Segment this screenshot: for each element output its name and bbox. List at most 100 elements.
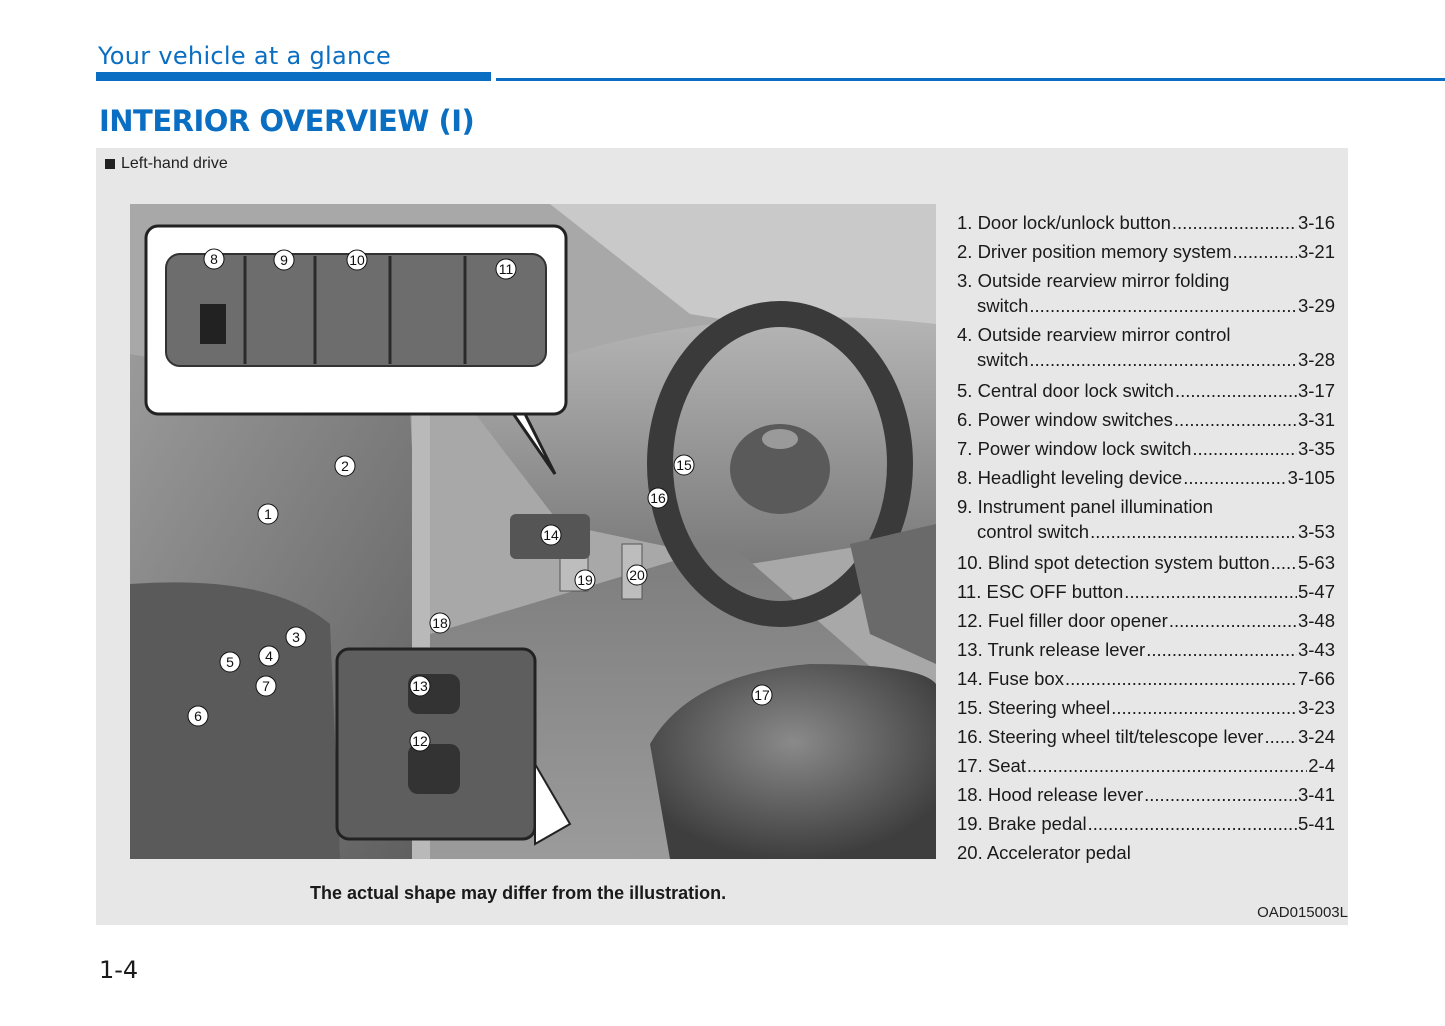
svg-text:2: 2: [341, 458, 349, 474]
svg-text:4: 4: [265, 648, 273, 664]
callout-8: 8: [204, 249, 224, 269]
parts-list-item: 2. Driver position memory system3-21: [957, 237, 1335, 266]
parts-list-item-page: 3-53: [1298, 519, 1335, 544]
parts-list-item-page: 3-41: [1298, 780, 1335, 809]
svg-text:8: 8: [210, 251, 218, 267]
parts-list-item-label: 10. Blind spot detection system button: [957, 548, 1270, 577]
parts-list-item-label: 14. Fuse box: [957, 664, 1064, 693]
svg-text:20: 20: [629, 567, 645, 583]
parts-list-item: 11. ESC OFF button5-47: [957, 577, 1335, 606]
parts-list-item-label: 20. Accelerator pedal: [957, 838, 1131, 867]
svg-text:1: 1: [264, 506, 272, 522]
leader-dots: [1111, 693, 1297, 722]
parts-list-item: 7. Power window lock switch 3-35: [957, 434, 1335, 463]
leader-dots: [1144, 780, 1297, 809]
svg-text:17: 17: [754, 687, 770, 703]
parts-list-item: 15. Steering wheel 3-23: [957, 693, 1335, 722]
parts-list-item-label: 4. Outside rearview mirror control: [957, 322, 1230, 347]
leader-dots: [1146, 635, 1297, 664]
callout-20: 20: [627, 565, 647, 585]
parts-list-item: 9. Instrument panel illumination: [957, 494, 1335, 519]
header-rule-thin: [496, 78, 1445, 81]
parts-list-item-label: 12. Fuel filler door opener: [957, 606, 1168, 635]
page-heading: INTERIOR OVERVIEW (I): [99, 104, 474, 138]
parts-list-item: 19. Brake pedal 5-41: [957, 809, 1335, 838]
svg-text:5: 5: [226, 654, 234, 670]
header-rule-thick: [96, 72, 491, 81]
leader-dots: [1029, 347, 1297, 372]
svg-text:15: 15: [676, 457, 692, 473]
parts-list-item: 16. Steering wheel tilt/telescope lever3…: [957, 722, 1335, 751]
svg-text:19: 19: [577, 572, 593, 588]
leader-dots: [1172, 208, 1297, 237]
parts-list-item: 6. Power window switches 3-31: [957, 405, 1335, 434]
callout-13: 13: [410, 676, 430, 696]
parts-list-item-label: 6. Power window switches: [957, 405, 1173, 434]
leader-dots: [1090, 519, 1297, 544]
parts-list-item-page: 3-24: [1298, 722, 1335, 751]
parts-list-item-page: 3-28: [1298, 347, 1335, 372]
parts-list-item-label: 7. Power window lock switch: [957, 434, 1191, 463]
callout-3: 3: [286, 627, 306, 647]
parts-list-item-label: 19. Brake pedal: [957, 809, 1087, 838]
square-bullet-icon: [105, 159, 115, 169]
parts-list-item: 12. Fuel filler door opener 3-48: [957, 606, 1335, 635]
parts-list-item-continuation: switch 3-28: [957, 347, 1335, 372]
leader-dots: [1271, 548, 1297, 577]
parts-list-item-page: 3-43: [1298, 635, 1335, 664]
parts-list-item-label: 1. Door lock/unlock button: [957, 208, 1171, 237]
parts-list-item-page: 3-35: [1298, 434, 1335, 463]
parts-list-item-page: 5-41: [1298, 809, 1335, 838]
leader-dots: [1169, 606, 1297, 635]
callout-7: 7: [256, 676, 276, 696]
callout-10: 10: [347, 250, 367, 270]
leader-dots: [1027, 751, 1307, 780]
parts-list-item-label-cont: control switch: [977, 519, 1089, 544]
parts-list-item: 3. Outside rearview mirror folding: [957, 268, 1335, 293]
parts-list-item-label: 13. Trunk release lever: [957, 635, 1145, 664]
page-number: 1-4: [99, 956, 138, 984]
callout-17: 17: [752, 685, 772, 705]
leader-dots: [1183, 463, 1286, 492]
leader-dots: [1088, 809, 1297, 838]
svg-text:13: 13: [412, 678, 428, 694]
svg-text:14: 14: [543, 527, 559, 543]
parts-list-item-page: 3-48: [1298, 606, 1335, 635]
parts-list-item-label: 8. Headlight leveling device: [957, 463, 1182, 492]
callout-14: 14: [541, 525, 561, 545]
callout-12: 12: [410, 731, 430, 751]
parts-list-item-label: 5. Central door lock switch: [957, 376, 1174, 405]
parts-list-item-page: 3-23: [1298, 693, 1335, 722]
parts-list-item-label: 9. Instrument panel illumination: [957, 494, 1213, 519]
callout-6: 6: [188, 706, 208, 726]
svg-text:7: 7: [262, 678, 270, 694]
leader-dots: [1264, 722, 1297, 751]
parts-list-item-page: 3-16: [1298, 208, 1335, 237]
parts-list-item: 14. Fuse box 7-66: [957, 664, 1335, 693]
parts-list-item-page: 3-31: [1298, 405, 1335, 434]
callout-19: 19: [575, 570, 595, 590]
parts-list-item: 1. Door lock/unlock button 3-16: [957, 208, 1335, 237]
parts-list-item-label: 18. Hood release lever: [957, 780, 1143, 809]
drive-label-text: Left-hand drive: [121, 155, 228, 173]
svg-text:10: 10: [349, 252, 365, 268]
callout-1: 1: [258, 504, 278, 524]
svg-text:12: 12: [412, 733, 428, 749]
figure-caption: The actual shape may differ from the ill…: [310, 883, 726, 904]
parts-list-item-page: 7-66: [1298, 664, 1335, 693]
leader-dots: [1192, 434, 1297, 463]
drive-label: Left-hand drive: [105, 155, 228, 173]
callout-5: 5: [220, 652, 240, 672]
callout-11: 11: [496, 259, 516, 279]
parts-list-item: 13. Trunk release lever 3-43: [957, 635, 1335, 664]
parts-list-item-page: 3-17: [1298, 376, 1335, 405]
parts-list-item-label: 2. Driver position memory system: [957, 237, 1231, 266]
parts-list-item: 8. Headlight leveling device 3-105: [957, 463, 1335, 492]
callout-2: 2: [335, 456, 355, 476]
parts-list-item-continuation: control switch 3-53: [957, 519, 1335, 544]
parts-list-item-label: 15. Steering wheel: [957, 693, 1110, 722]
parts-list-item-page: 3-105: [1288, 463, 1335, 492]
svg-text:18: 18: [432, 615, 448, 631]
parts-list-item-label-cont: switch: [977, 347, 1028, 372]
leader-dots: [1029, 293, 1297, 318]
